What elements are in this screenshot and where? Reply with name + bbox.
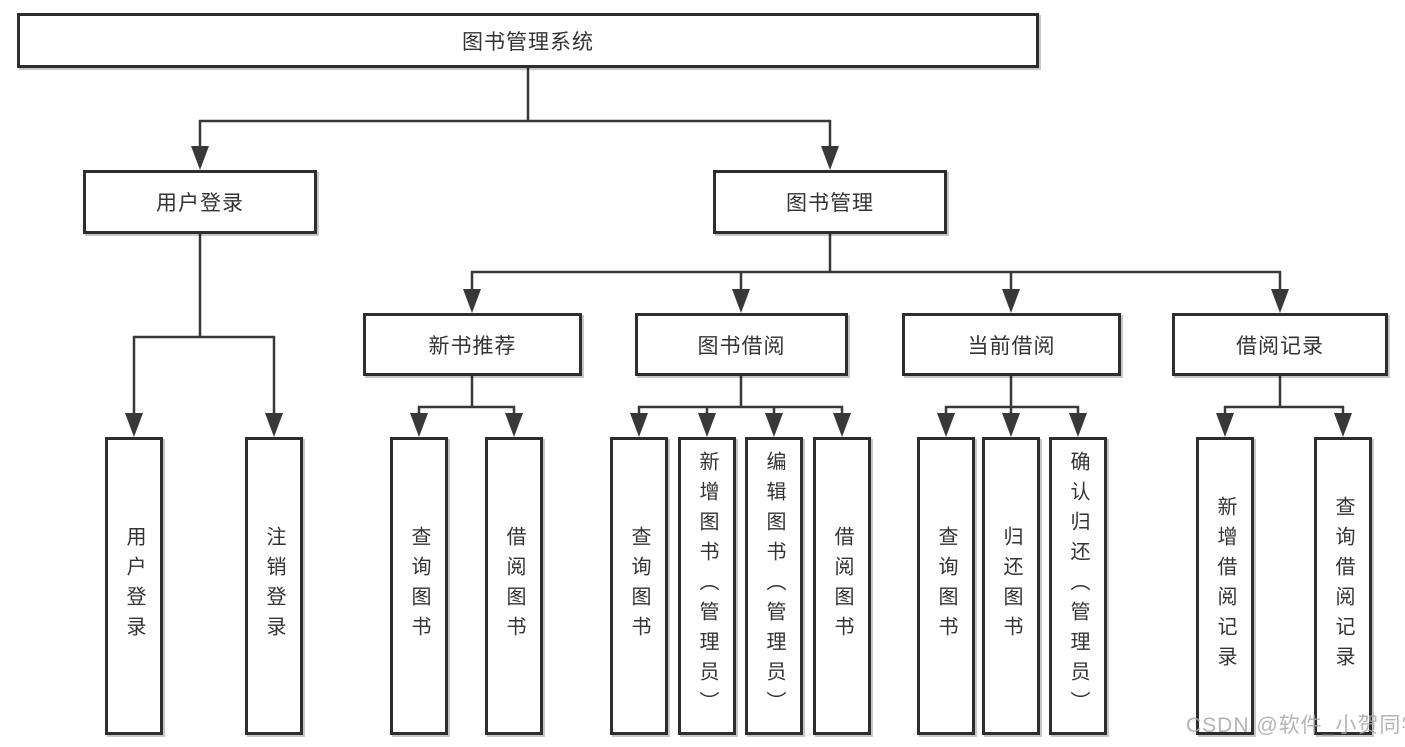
leaf-confirm-return-admin: 确认归还（管理员） (1049, 437, 1107, 735)
leaf-label: 查询借阅记录 (1332, 496, 1354, 676)
node-user-login: 用户登录 (83, 170, 317, 234)
leaf-label: 借阅图书 (831, 526, 853, 646)
node-label: 图书管理 (786, 192, 874, 215)
node-label: 新书推荐 (428, 334, 517, 358)
leaf-logout: 注销登录 (245, 437, 303, 735)
leaf-query-borrow-record: 查询借阅记录 (1314, 437, 1372, 735)
leaf-edit-book-admin: 编辑图书（管理员） (745, 437, 803, 735)
csdn-watermark: CSDN @软件_小贺同学 (1186, 714, 1405, 737)
leaf-query-current-book: 查询图书 (917, 437, 975, 735)
node-label: 图书管理系统 (462, 30, 594, 54)
edges-book-mgmt-to-level3 (470, 234, 1282, 292)
leaf-user-login: 用户登录 (105, 437, 163, 735)
edges-new-book-leaves (417, 376, 516, 416)
leaf-label: 编辑图书（管理员） (763, 451, 785, 721)
node-label: 用户登录 (156, 192, 244, 215)
arrowheads-current-borrow-leaves (937, 413, 1087, 437)
node-book-borrow: 图书借阅 (635, 313, 848, 376)
leaf-label: 确认归还（管理员） (1067, 451, 1089, 721)
arrowheads-borrow-record-leaves (1216, 413, 1352, 437)
leaf-borrow-book: 借阅图书 (813, 437, 871, 735)
arrowheads-new-book-leaves (410, 413, 523, 437)
arrowheads-level3 (463, 289, 1289, 313)
leaf-label: 用户登录 (123, 526, 145, 646)
leaf-borrow-book-recommend: 借阅图书 (485, 437, 543, 735)
arrowheads-level2 (191, 146, 839, 170)
leaf-label: 借阅图书 (503, 526, 525, 646)
node-borrow-record: 借阅记录 (1172, 313, 1388, 376)
leaf-query-book: 查询图书 (610, 437, 668, 735)
leaf-add-book-admin: 新增图书（管理员） (678, 437, 736, 735)
leaf-label: 查询图书 (408, 526, 430, 646)
node-label: 借阅记录 (1236, 334, 1324, 358)
leaf-return-book: 归还图书 (982, 437, 1040, 735)
leaf-label: 归还图书 (1000, 526, 1022, 646)
node-new-book-recommend: 新书推荐 (363, 313, 582, 376)
node-book-management: 图书管理 (713, 170, 947, 234)
arrowheads-book-borrow-leaves (630, 413, 851, 437)
edges-root-to-level2 (198, 68, 832, 149)
node-label: 当前借阅 (967, 334, 1056, 358)
leaf-label: 新增借阅记录 (1214, 496, 1236, 676)
leaf-label: 新增图书（管理员） (696, 451, 718, 721)
edges-book-borrow-leaves (637, 376, 844, 416)
node-current-borrow: 当前借阅 (902, 313, 1121, 376)
leaf-label: 注销登录 (263, 526, 285, 646)
leaf-query-book-recommend: 查询图书 (390, 437, 448, 735)
node-label: 图书借阅 (697, 334, 786, 358)
leaf-add-borrow-record: 新增借阅记录 (1196, 437, 1254, 735)
leaf-label: 查询图书 (628, 526, 650, 646)
edges-current-borrow-leaves (944, 376, 1080, 416)
arrowheads-user-login-leaves (125, 413, 283, 437)
edges-borrow-record-leaves (1223, 376, 1345, 416)
leaf-label: 查询图书 (935, 526, 957, 646)
node-root-library-system: 图书管理系统 (17, 13, 1039, 68)
edges-user-login-leaves (132, 234, 276, 415)
